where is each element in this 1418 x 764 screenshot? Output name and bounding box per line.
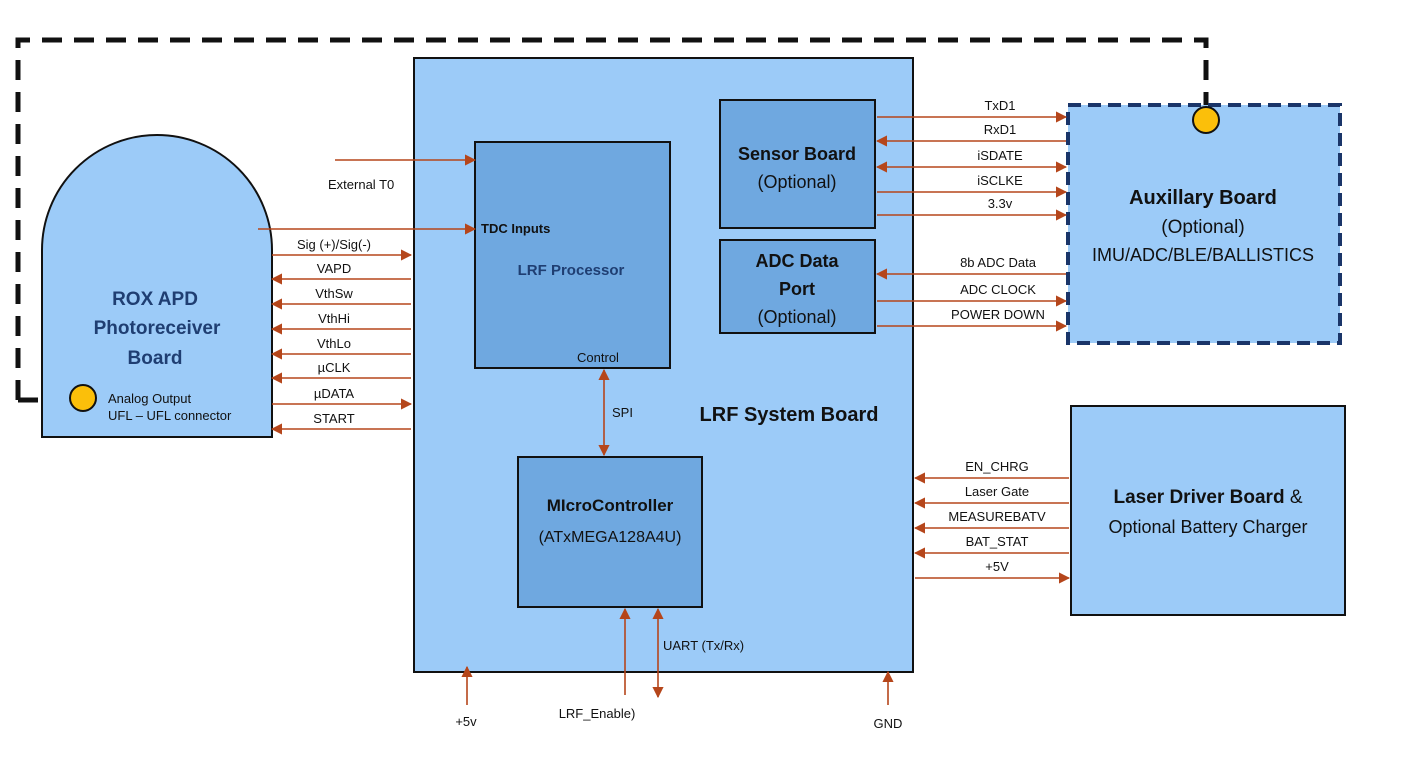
adc-signal-0-label: 8b ADC Data — [960, 255, 1037, 270]
sensor-signal-3-label: iSCLKE — [977, 173, 1023, 188]
microcontroller-block — [517, 456, 703, 608]
adc-port-block — [719, 239, 876, 334]
analog-output-label: Analog Output — [108, 391, 192, 406]
apd-signal-5-label: µCLK — [318, 360, 351, 375]
sensor-board-title: Sensor Board — [738, 144, 856, 164]
microcontroller-subtitle: (ATxMEGA128A4U) — [539, 529, 682, 546]
aux-subtitle: (Optional) — [1161, 217, 1244, 238]
p5v-label: +5v — [455, 714, 477, 729]
processor-block — [474, 141, 671, 369]
apd-signal-6-label: µDATA — [314, 386, 355, 401]
lrf-enable-label: LRF_Enable) — [559, 706, 636, 721]
analog-connector-icon — [69, 384, 97, 412]
adc-signal-1-label: ADC CLOCK — [960, 282, 1036, 297]
apd-title3: Board — [128, 348, 183, 369]
uart-label: UART (Tx/Rx) — [663, 638, 744, 653]
sensor-signal-0-label: TxD1 — [984, 98, 1015, 113]
apd-signal-2-label: VthSw — [315, 286, 353, 301]
gnd-label: GND — [874, 716, 903, 731]
apd-board — [41, 134, 273, 438]
microcontroller-title: MIcroController — [547, 496, 674, 515]
laser-driver-board — [1070, 405, 1346, 616]
adc-port-subtitle: (Optional) — [757, 307, 836, 327]
system-board-title: LRF System Board — [700, 404, 879, 426]
sensor-signal-2-label: iSDATE — [977, 148, 1023, 163]
apd-signal-1-label: VAPD — [317, 261, 351, 276]
external-t0-label: External T0 — [328, 177, 394, 192]
control-label: Control — [577, 350, 619, 365]
apd-title1: ROX APD — [112, 289, 198, 310]
laser-signal-3-label: BAT_STAT — [966, 534, 1029, 549]
ufl-connector-label: UFL – UFL connector — [108, 408, 232, 423]
aux-board — [1066, 103, 1342, 345]
sensor-signal-1-label: RxD1 — [984, 122, 1017, 137]
laser-title-amp: & — [1285, 487, 1303, 508]
laser-title-main: Laser Driver Board — [1113, 487, 1284, 508]
dashed-link — [15, 37, 1209, 400]
adc-port-title2: Port — [779, 279, 815, 299]
sensor-board-block — [719, 99, 876, 229]
apd-signal-0-label: Sig (+)/Sig(-) — [297, 237, 371, 252]
laser-signal-4-label: +5V — [985, 559, 1009, 574]
aux-functions: IMU/ADC/BLE/BALLISTICS — [1092, 245, 1314, 265]
tdc-inputs-label: TDC Inputs — [481, 221, 550, 236]
aux-title: Auxillary Board — [1129, 187, 1277, 209]
processor-title: LRF Processor — [518, 262, 625, 279]
apd-signal-4-label: VthLo — [317, 336, 351, 351]
sensor-signal-4-label: 3.3v — [988, 196, 1013, 211]
sensor-board-subtitle: (Optional) — [757, 172, 836, 192]
laser-signal-2-label: MEASUREBATV — [948, 509, 1046, 524]
laser-signal-1-label: Laser Gate — [965, 484, 1029, 499]
aux-connector-icon — [1192, 106, 1220, 134]
spi-label: SPI — [612, 405, 633, 420]
apd-title2: Photoreceiver — [94, 318, 221, 339]
adc-port-title1: ADC Data — [755, 251, 839, 271]
apd-signal-3-label: VthHi — [318, 311, 350, 326]
laser-title: Laser Driver Board & — [1113, 487, 1302, 508]
adc-signal-2-label: POWER DOWN — [951, 307, 1045, 322]
laser-subtitle: Optional Battery Charger — [1108, 517, 1307, 537]
apd-signal-7-label: START — [313, 411, 354, 426]
laser-signal-0-label: EN_CHRG — [965, 459, 1029, 474]
